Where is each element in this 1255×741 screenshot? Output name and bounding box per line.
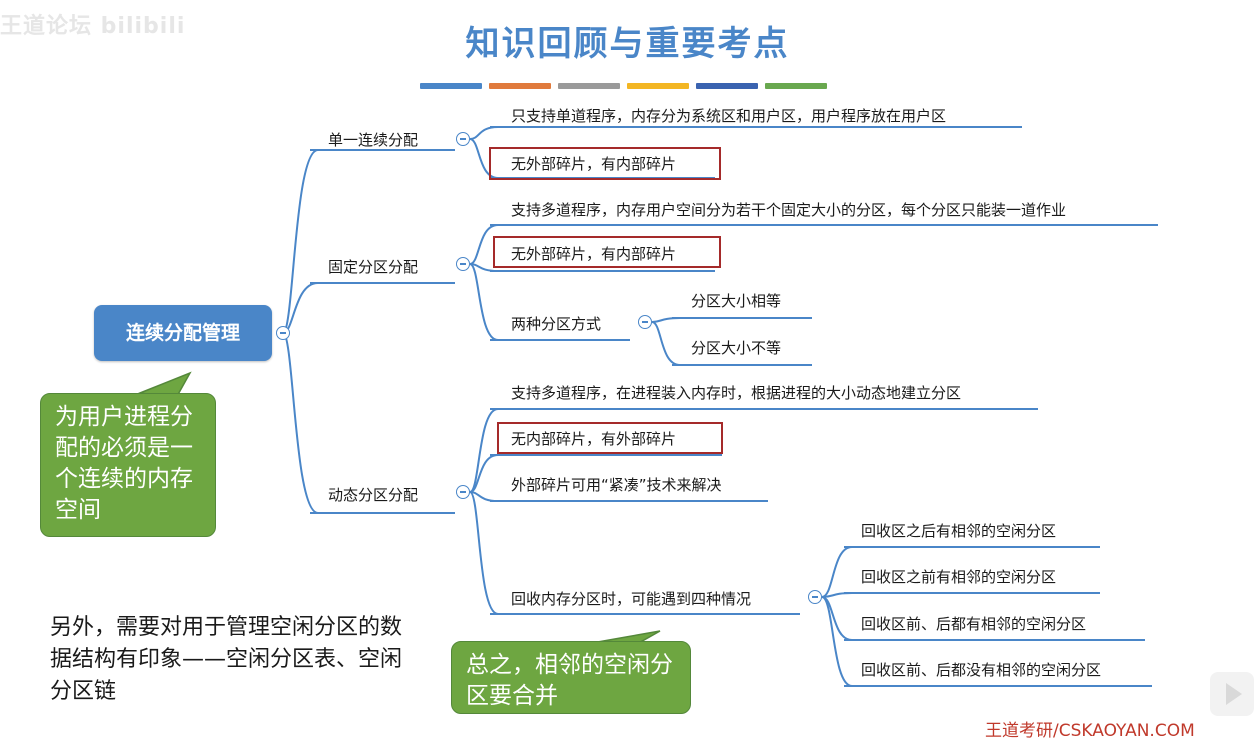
leaf-node[interactable]: 无外部碎片，有内部碎片: [511, 245, 677, 263]
sub-leaf-node[interactable]: 回收区前、后都有相邻的空闲分区: [861, 615, 1087, 633]
leaf-node[interactable]: 外部碎片可用“紧凑”技术来解决: [511, 476, 722, 494]
callout-bottom: 总之，相邻的空闲分区要合并: [451, 641, 691, 714]
highlight-box: [493, 236, 721, 268]
root-node[interactable]: 连续分配管理: [94, 305, 272, 361]
branch-node-fixed[interactable]: 固定分区分配: [328, 258, 419, 276]
accent-bar-6: [765, 83, 827, 89]
note-text: 另外，需要对用于管理空闲分区的数据结构有印象——空闲分区表、空闲分区链: [50, 615, 403, 704]
watermark-logo: 王道论坛 bilibili: [0, 14, 186, 39]
accent-bar-5: [696, 83, 758, 89]
accent-bar-2: [489, 83, 551, 89]
play-icon[interactable]: [1210, 672, 1254, 716]
leaf-node[interactable]: 支持多道程序，在进程装入内存时，根据进程的大小动态地建立分区: [511, 384, 962, 402]
sub-leaf-node[interactable]: 分区大小不等: [691, 339, 782, 357]
collapse-icon[interactable]: [456, 132, 470, 146]
collapse-icon[interactable]: [808, 590, 822, 604]
branch-node-dynamic[interactable]: 动态分区分配: [328, 486, 419, 504]
collapse-icon[interactable]: [456, 257, 470, 271]
accent-bar-1: [420, 83, 482, 89]
highlight-box: [497, 422, 723, 454]
highlight-box: [489, 147, 721, 180]
collapse-icon[interactable]: [456, 485, 470, 499]
sub-leaf-node[interactable]: 回收区之前有相邻的空闲分区: [861, 568, 1057, 586]
collapse-icon[interactable]: [276, 326, 290, 340]
leaf-node[interactable]: 只支持单道程序，内存分为系统区和用户区，用户程序放在用户区: [511, 107, 947, 125]
page-title: 知识回顾与重要考点: [465, 24, 790, 64]
callout-left: 为用户进程分配的必须是一个连续的内存空间: [40, 393, 216, 537]
leaf-node[interactable]: 支持多道程序，内存用户空间分为若干个固定大小的分区，每个分区只能装一道作业: [511, 201, 1067, 219]
accent-bar-4: [627, 83, 689, 89]
leaf-node[interactable]: 两种分区方式: [511, 315, 602, 333]
collapse-icon[interactable]: [638, 315, 652, 329]
leaf-node[interactable]: 无内部碎片，有外部碎片: [511, 430, 677, 448]
accent-bar-3: [558, 83, 620, 89]
leaf-node[interactable]: 回收内存分区时，可能遇到四种情况: [511, 590, 752, 608]
sub-leaf-node[interactable]: 回收区前、后都没有相邻的空闲分区: [861, 661, 1102, 679]
leaf-node[interactable]: 无外部碎片，有内部碎片: [511, 155, 677, 173]
sub-leaf-node[interactable]: 回收区之后有相邻的空闲分区: [861, 522, 1057, 540]
sub-leaf-node[interactable]: 分区大小相等: [691, 292, 782, 310]
branch-node-single[interactable]: 单一连续分配: [328, 131, 419, 149]
